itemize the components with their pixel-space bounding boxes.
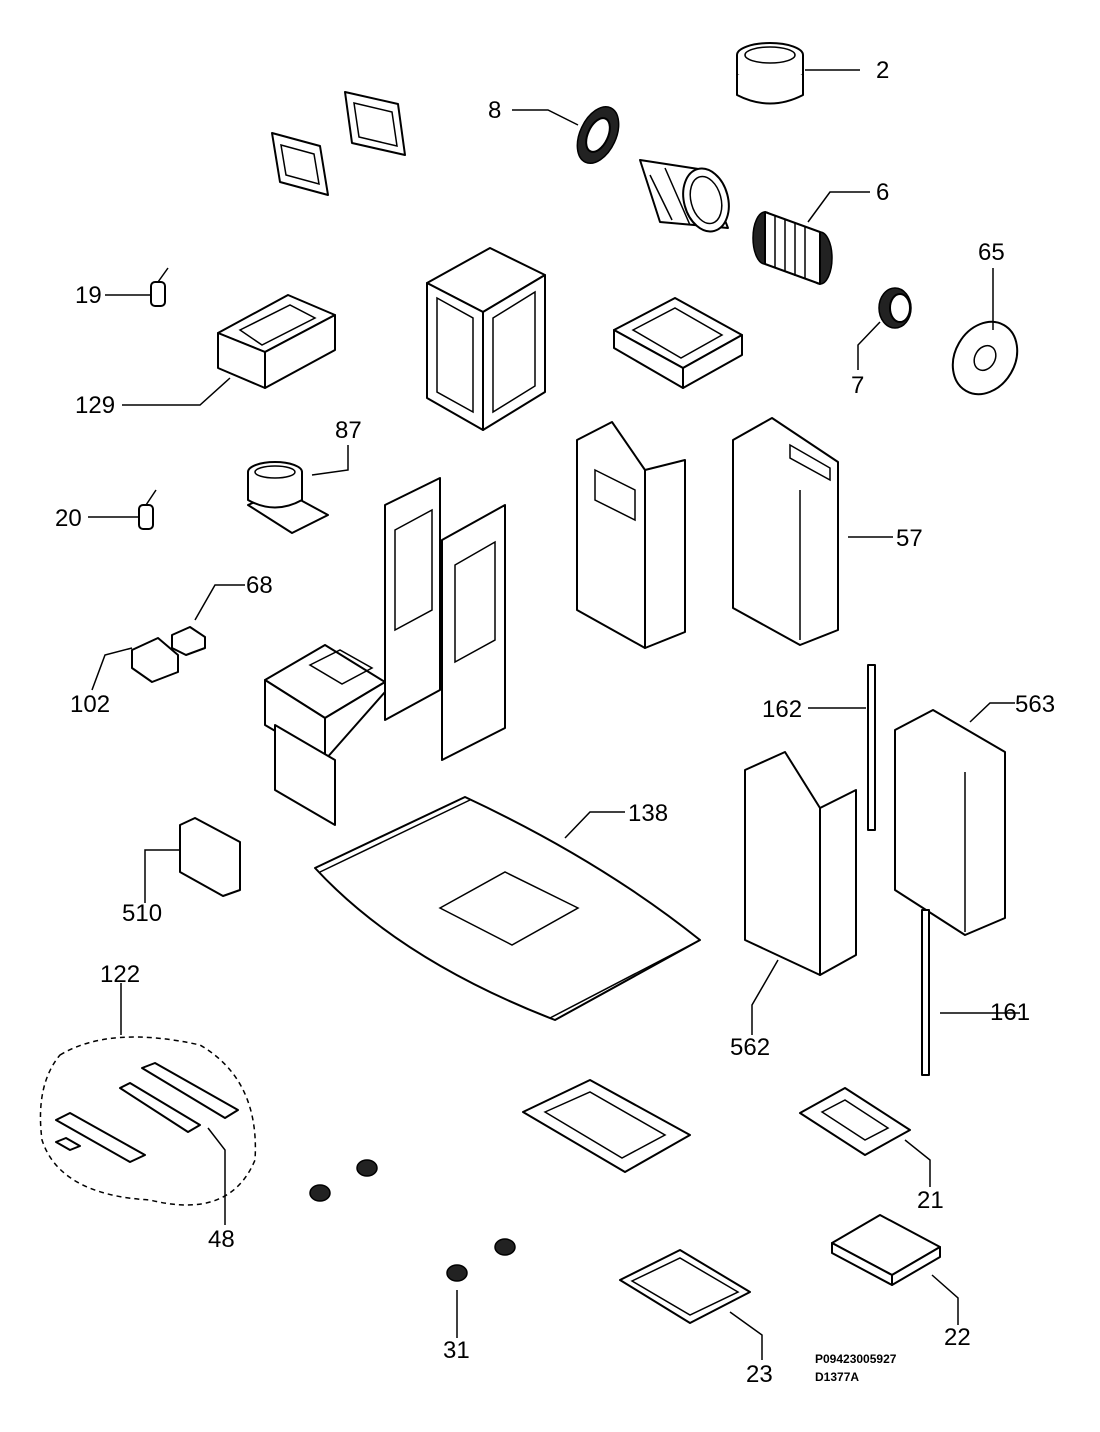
label-87: 87 [335,417,362,444]
part-31-knob [446,1264,468,1282]
frame-tower [426,247,546,431]
label-122: 122 [100,961,140,988]
lower-box [264,644,386,826]
label-161: 161 [990,999,1030,1026]
square-frame [613,297,743,389]
label-65: 65 [978,239,1005,266]
label-562: 562 [730,1034,770,1061]
part-57-chimney-cover [732,417,839,646]
knob-c [494,1238,516,1256]
part-563-chimney-lower-rear [894,709,1006,936]
label-6: 6 [876,179,889,206]
drawing-code-1: P09423005927 [815,1352,897,1366]
part-48-control-board [55,1062,239,1163]
part-122-group-outline [39,1036,257,1206]
label-8: 8 [488,97,501,124]
part-22-pad [831,1214,941,1286]
part-87-air-outlet [247,461,329,534]
part-6-blower-wheel [752,211,833,285]
part-510-electronic-box [179,817,241,897]
drawing-code-2: D1377A [815,1370,859,1384]
part-68-relay [171,626,206,656]
part-23-grease-filter [619,1249,751,1324]
knob-a [356,1159,378,1177]
label-138: 138 [628,800,668,827]
label-48: 48 [208,1226,235,1253]
part-129-box [217,294,336,389]
label-129: 129 [75,392,115,419]
part-562-chimney-lower [744,751,857,976]
part-7-motor [878,287,912,329]
gasket-left [271,132,329,196]
part-2-duct-collar [736,42,804,105]
label-2: 2 [876,57,889,84]
fan-housing [639,159,730,233]
label-563: 563 [1015,691,1055,718]
label-20: 20 [55,505,82,532]
part-102-bracket [131,637,179,683]
bottom-frame [522,1079,691,1173]
part-19-capacitor [150,267,169,307]
part-65-motor-plate [951,320,1019,396]
knob-b [309,1184,331,1202]
leader-lines [88,69,1020,1360]
side-panel-a [384,477,441,721]
label-31: 31 [443,1337,470,1364]
label-510: 510 [122,900,162,927]
label-102: 102 [70,691,110,718]
side-panel-b [441,504,506,761]
label-162: 162 [762,696,802,723]
part-138-canopy [314,796,701,1021]
label-7: 7 [851,372,864,399]
label-21: 21 [917,1187,944,1214]
part-8-grille [576,106,620,164]
label-23: 23 [746,1361,773,1388]
chimney-cover-front [576,421,686,649]
part-20-capacitor [138,489,157,530]
part-162-strip [867,664,876,831]
part-161-strip [921,909,930,1076]
label-19: 19 [75,282,102,309]
gasket-right [344,91,406,156]
label-22: 22 [944,1324,971,1351]
part-21-filter [799,1087,911,1156]
label-57: 57 [896,525,923,552]
label-68: 68 [246,572,273,599]
